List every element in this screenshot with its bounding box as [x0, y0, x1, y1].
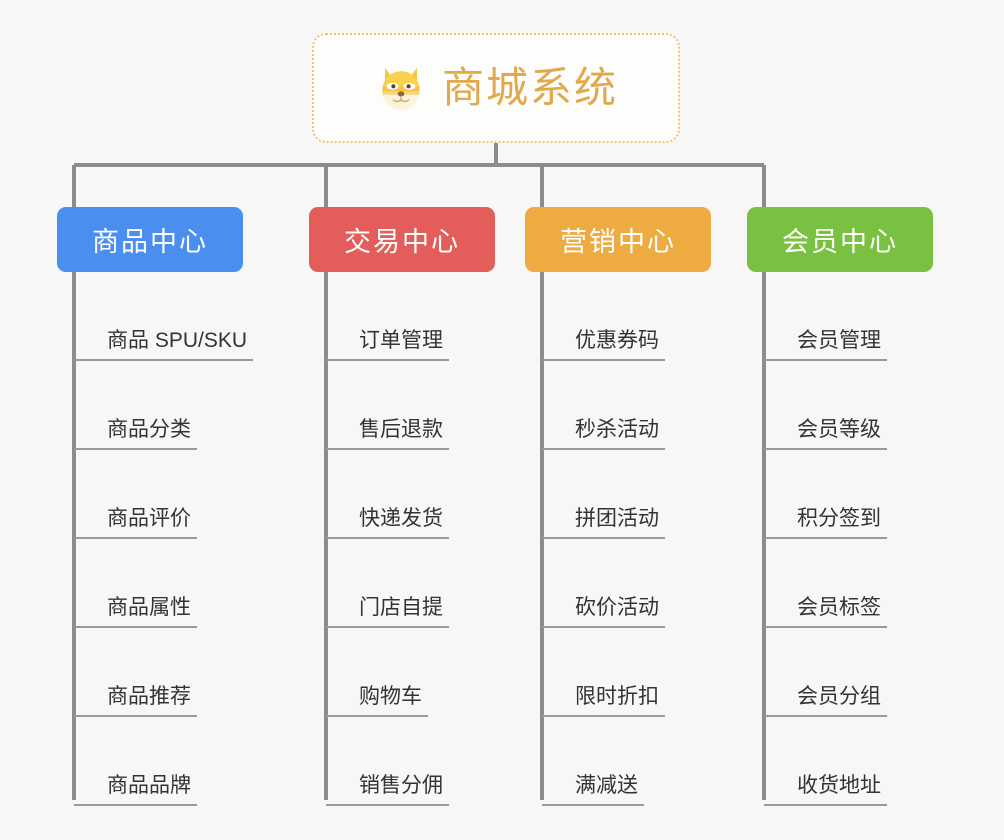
branch-column: 营销中心优惠券码秒杀活动拼团活动砍价活动限时折扣满减送: [525, 207, 711, 806]
leaf-label: 商品品牌: [74, 774, 197, 806]
leaf-item[interactable]: 售后退款: [309, 361, 495, 450]
leaf-label: 积分签到: [764, 507, 887, 539]
leaf-label: 门店自提: [326, 596, 449, 628]
leaf-label: 售后退款: [326, 418, 449, 450]
leaf-label: 商品分类: [74, 418, 197, 450]
root-node[interactable]: 商城系统: [312, 33, 680, 143]
leaf-item[interactable]: 订单管理: [309, 272, 495, 361]
leaf-label: 商品属性: [74, 596, 197, 628]
leaf-list: 优惠券码秒杀活动拼团活动砍价活动限时折扣满减送: [525, 272, 711, 806]
leaf-item[interactable]: 秒杀活动: [525, 361, 711, 450]
branch-node-2[interactable]: 交易中心: [309, 207, 495, 272]
leaf-label: 商品 SPU/SKU: [74, 329, 254, 361]
branch-column: 商品中心商品 SPU/SKU 商品分类商品评价商品属性商品推荐商品品牌: [57, 207, 254, 806]
leaf-item[interactable]: 会员管理: [747, 272, 933, 361]
leaf-item[interactable]: 砍价活动: [525, 539, 711, 628]
leaf-item[interactable]: 会员分组: [747, 628, 933, 717]
leaf-label: 订单管理: [326, 329, 449, 361]
leaf-item[interactable]: 商品评价: [57, 450, 243, 539]
leaf-label: 优惠券码: [542, 329, 665, 361]
branch-label: 商品中心: [92, 227, 208, 257]
leaf-item[interactable]: 积分签到: [747, 450, 933, 539]
branch-node-3[interactable]: 营销中心: [525, 207, 711, 272]
dog-face-icon: [382, 67, 420, 110]
leaf-label: 商品评价: [74, 507, 197, 539]
leaf-item[interactable]: 商品分类: [57, 361, 243, 450]
leaf-item[interactable]: 商品属性: [57, 539, 243, 628]
branch-node-4[interactable]: 会员中心: [747, 207, 933, 272]
leaf-item[interactable]: 限时折扣: [525, 628, 711, 717]
leaf-label: 拼团活动: [542, 507, 665, 539]
leaf-label: 会员分组: [764, 685, 887, 717]
leaf-item[interactable]: 优惠券码: [525, 272, 711, 361]
leaf-item[interactable]: 门店自提: [309, 539, 495, 628]
leaf-item[interactable]: 商品品牌: [57, 717, 243, 806]
leaf-label: 商品推荐: [74, 685, 197, 717]
leaf-list: 商品 SPU/SKU 商品分类商品评价商品属性商品推荐商品品牌: [57, 272, 254, 806]
branch-label: 会员中心: [782, 227, 898, 257]
leaf-label: 购物车: [326, 685, 428, 717]
branch-label: 营销中心: [560, 227, 676, 257]
leaf-item[interactable]: 会员标签: [747, 539, 933, 628]
root-title: 商城系统: [441, 64, 618, 111]
leaf-item[interactable]: 满减送: [525, 717, 711, 806]
leaf-item[interactable]: 商品推荐: [57, 628, 243, 717]
leaf-item[interactable]: 收货地址: [747, 717, 933, 806]
branch-node-1[interactable]: 商品中心: [57, 207, 243, 272]
leaf-label: 快递发货: [326, 507, 449, 539]
leaf-label: 收货地址: [764, 774, 887, 806]
leaf-label: 会员管理: [764, 329, 887, 361]
leaf-label: 销售分佣: [326, 774, 449, 806]
leaf-label: 砍价活动: [542, 596, 665, 628]
leaf-label: 满减送: [542, 774, 644, 806]
leaf-label: 会员标签: [764, 596, 887, 628]
leaf-label: 限时折扣: [542, 685, 665, 717]
leaf-item[interactable]: 商品 SPU/SKU: [57, 272, 254, 361]
leaf-label: 秒杀活动: [542, 418, 665, 450]
leaf-item[interactable]: 购物车: [309, 628, 495, 717]
leaf-item[interactable]: 销售分佣: [309, 717, 495, 806]
leaf-list: 会员管理会员等级积分签到会员标签会员分组收货地址: [747, 272, 933, 806]
branch-column: 交易中心订单管理售后退款快递发货门店自提购物车销售分佣: [309, 207, 495, 806]
leaf-item[interactable]: 快递发货: [309, 450, 495, 539]
leaf-list: 订单管理售后退款快递发货门店自提购物车销售分佣: [309, 272, 495, 806]
leaf-label: 会员等级: [764, 418, 887, 450]
branch-column: 会员中心会员管理会员等级积分签到会员标签会员分组收货地址: [747, 207, 933, 806]
branch-label: 交易中心: [344, 227, 460, 257]
leaf-item[interactable]: 会员等级: [747, 361, 933, 450]
leaf-item[interactable]: 拼团活动: [525, 450, 711, 539]
